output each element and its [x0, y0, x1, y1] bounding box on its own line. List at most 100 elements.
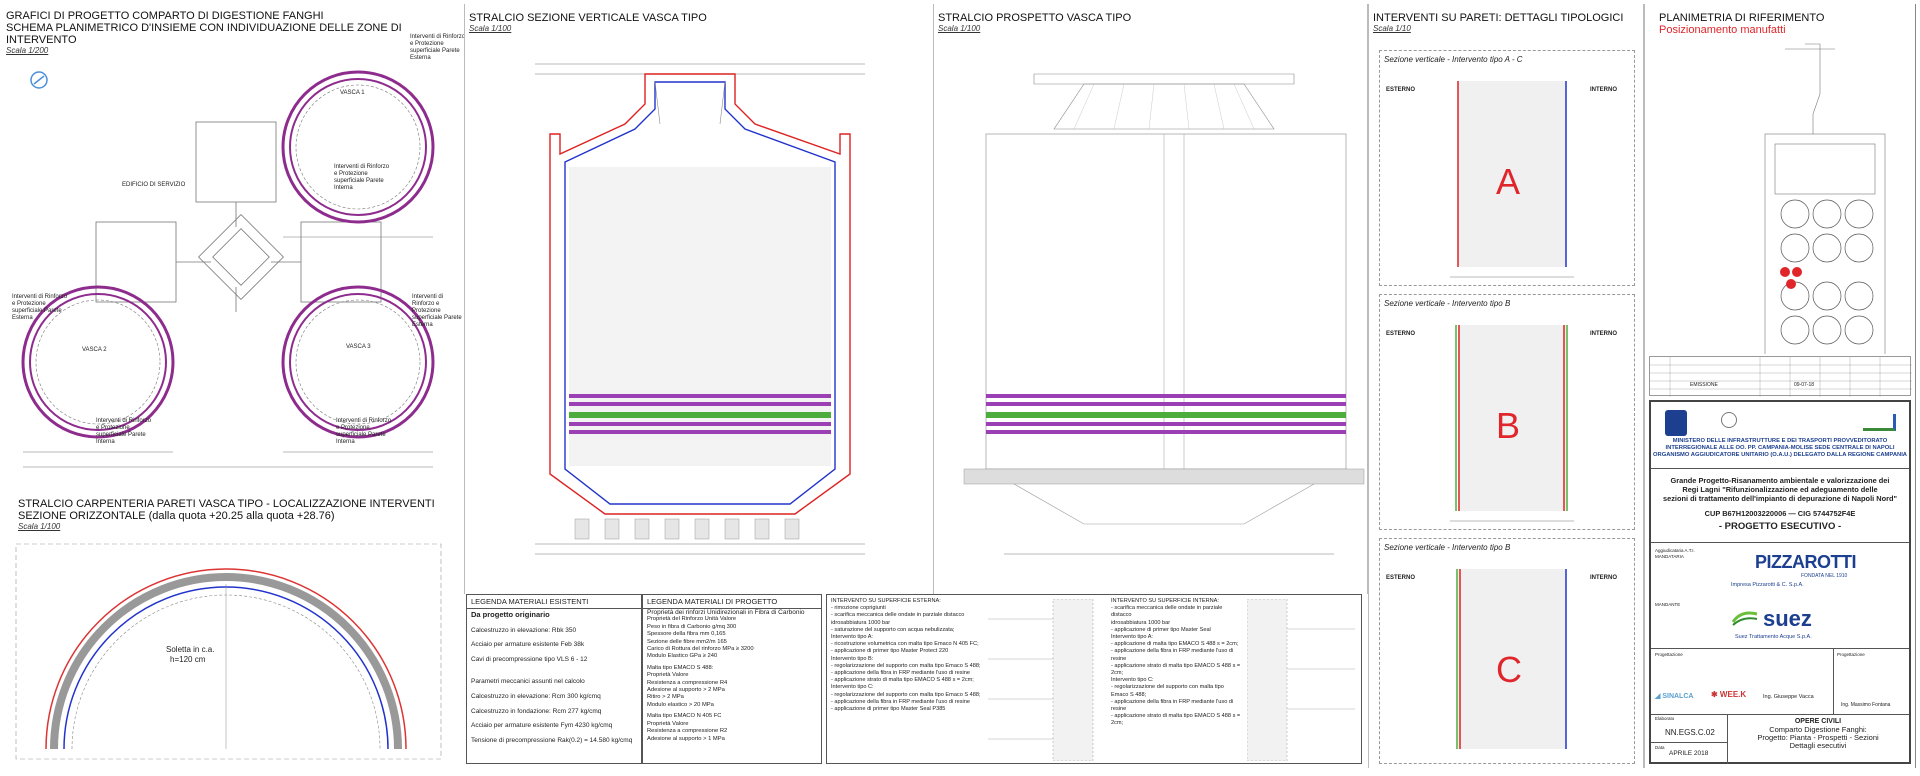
legend-project-row: Proprietà Valore — [647, 672, 689, 679]
panel3-scale: Scala 1/100 — [938, 24, 981, 33]
horizontal-section-drawing — [15, 543, 442, 760]
section-b-title: Sezione verticale - Intervento tipo B — [1384, 299, 1511, 308]
werk-logo: ✱ WEE.K — [1711, 690, 1747, 699]
panel-sezione-verticale: STRALCIO SEZIONE VERTICALE VASCA TIPO Sc… — [464, 4, 934, 594]
rev-date: 09-07-18 — [1794, 382, 1815, 388]
opere-civili: OPERE CIVILI — [1794, 718, 1842, 725]
elaborato-label: Elaborato — [1655, 716, 1675, 721]
legend-project-row: Spessore della fibra mm 0,165 — [647, 631, 726, 638]
legend-project-row: Modulo elastico > 20 MPa — [647, 701, 714, 708]
detail-section-c: Sezione verticale - Intervento tipo B ES… — [1379, 538, 1635, 764]
project-line3: sezioni di trattamento dell'impianto di … — [1663, 494, 1897, 503]
suez-logo-icon — [1731, 610, 1759, 626]
panel4-scale: Scala 1/10 — [1373, 24, 1411, 33]
soletta-label: Soletta in c.a. — [166, 645, 215, 654]
section-b-letter: B — [1496, 405, 1521, 446]
highlight-markers — [1780, 267, 1802, 289]
vasca2-label: VASCA 2 — [82, 347, 107, 353]
edificio-label: EDIFICIO DI SERVIZIO — [122, 182, 186, 188]
note-int-2: Interventi di Rinforzo e Protezione supe… — [96, 418, 152, 445]
sinalca-logo: ◢ SINALCA — [1655, 693, 1694, 700]
legend-interventions: INTERVENTO SU SUPERFICIE ESTERNA: - rimo… — [826, 594, 1362, 764]
note-int-1: Interventi di Rinforzo e Protezione supe… — [334, 164, 390, 191]
compass-icon — [30, 71, 48, 89]
legend-ext-row: - applicazione della fibra in FRP median… — [831, 698, 971, 705]
site-plan-drawing — [21, 70, 435, 468]
engineer-vacca: Ing. Giuseppe Vacca — [1763, 694, 1814, 700]
section-c-drawing — [1456, 569, 1567, 749]
vasca1-label: VASCA 1 — [340, 90, 365, 96]
soletta-h-label: h=120 cm — [170, 655, 206, 664]
legend-project-row: Peso in fibra di Carbonio g/mq 300 — [647, 623, 737, 630]
title-block: MINISTERO DELLE INFRASTRUTTURE E DEI TRA… — [1649, 400, 1911, 764]
pizzarotti-sub: FONDATA NEL 1910 — [1801, 573, 1848, 579]
panel-schema-planimetrico: GRAFICI DI PROGETTO COMPARTO DI DIGESTIO… — [6, 4, 464, 768]
panel1b-title1: STRALCIO CARPENTERIA PARETI VASCA TIPO -… — [18, 498, 435, 510]
ministry-line3: ORGANISMO AGGIUDICATORE UNITARIO (O.A.U.… — [1653, 452, 1907, 458]
reference-plan-drawing — [1764, 43, 1886, 354]
suez-name: Suez Trattamento Acque S.p.A. — [1735, 634, 1812, 640]
section-b-esterno: ESTERNO — [1386, 331, 1416, 337]
pizzarotti-name: Impresa Pizzarotti & C. S.p.A. — [1731, 582, 1804, 588]
ministry-logo — [1721, 412, 1737, 428]
legend-project-row: Ritiro > 2 MPa — [647, 694, 684, 701]
legend-project-row: Adesione al supporto > 2 MPa — [647, 687, 725, 694]
section-a-interno: INTERNO — [1590, 87, 1617, 93]
tank-square-north — [195, 121, 277, 203]
legend-ext-row: - ricostruzione volumetrica con malta ti… — [831, 641, 979, 648]
legend-existing-row: Cavi di precompressione tipo VLS 6 - 12 — [471, 655, 588, 663]
aggiudicataria-label: Aggiudicataria A.T.I. — [1655, 548, 1695, 553]
legend-project-row: Resistenza a compressione R2 — [647, 728, 728, 735]
panel1b-title2: SEZIONE ORIZZONTALE (dalla quota +20.25 … — [18, 510, 335, 522]
mandataria-label: MANDATARIA — [1655, 554, 1684, 559]
panel1-title2: SCHEMA PLANIMETRICO D'INSIEME CON INDIVI… — [6, 22, 402, 46]
legend-project-row: Sezione delle fibre mm2/m 165 — [647, 638, 727, 645]
panel1-title1: GRAFICI DI PROGETTO COMPARTO DI DIGESTIO… — [6, 10, 324, 22]
panel1b-scale: Scala 1/100 — [18, 522, 61, 531]
legend-existing-row: Acciaio per armature esistente Feb 38k — [471, 641, 585, 649]
progettazione-label: Progettazione — [1655, 652, 1683, 657]
legend-int-row: - applicazione di malta tipo EMACO S 488… — [1111, 641, 1239, 648]
panel2-title: STRALCIO SEZIONE VERTICALE VASCA TIPO — [469, 12, 707, 24]
progetto-esecutivo: - PROGETTO ESECUTIVO - — [1718, 521, 1842, 532]
legend-ext-row: Intervento tipo C: — [831, 684, 874, 691]
ministry-line1: MINISTERO DELLE INFRASTRUTTURE E DEI TRA… — [1672, 438, 1888, 444]
vasca-2 — [21, 285, 175, 439]
legend-project-row: Adesione al supporto > 1 MPa — [647, 735, 725, 742]
panel5-subtitle: Posizionamento manufatti — [1659, 24, 1786, 36]
legend-int-title: INTERVENTO SU SUPERFICIE INTERNA: — [1111, 598, 1219, 604]
legend-existing-row: Calcestruzzo in elevazione: Rbk 350 — [471, 626, 577, 634]
legend-project-row: Resistenza a compressione R4 — [647, 679, 728, 686]
legend-int-row: idrosabbiatura 1000 bar — [1111, 619, 1171, 626]
legend-existing-title: LEGENDA MATERIALI ESISTENTI — [467, 595, 641, 609]
rev-emissione: EMISSIONE — [1690, 382, 1718, 388]
legend-project-row: Proprietà Valore — [647, 720, 689, 727]
legend-project-row: Modulo Elastico GPa ≥ 240 — [647, 653, 718, 660]
detail-section-b: Sezione verticale - Intervento tipo B ES… — [1379, 294, 1635, 530]
int-layer-details — [1247, 599, 1355, 761]
panel2-scale: Scala 1/100 — [469, 24, 512, 33]
desc-line3: Dettagli esecutivi — [1789, 741, 1847, 750]
legend-ext-row: - saturazione del supporto con acqua neb… — [831, 626, 955, 633]
section-b-interno: INTERNO — [1590, 331, 1617, 337]
legend-ext-row: - rimozione coprigiunti — [831, 605, 886, 612]
section-c-title: Sezione verticale - Intervento tipo B — [1384, 543, 1511, 552]
legend-project-row: Malta tipo EMACO N 405 FC — [647, 713, 722, 720]
legend-ext-title: INTERVENTO SU SUPERFICIE ESTERNA: — [831, 598, 941, 604]
legend-ext-row: idrosabbiatura 1000 bar — [831, 619, 891, 626]
legend-ext-row: - applicazione di primer tipo Master Pro… — [831, 648, 949, 655]
legend-strip: LEGENDA MATERIALI ESISTENTI Da progetto … — [466, 594, 1362, 764]
section-a-esterno: ESTERNO — [1386, 87, 1416, 93]
legend-ext-row: - applicazione strato di malta tipo EMAC… — [831, 677, 974, 684]
pizzarotti-logo: PIZZAROTTI — [1755, 552, 1857, 572]
elevation-drawing — [963, 73, 1365, 555]
section-b-drawing — [1450, 325, 1574, 522]
legend-ext-row: - scarifica meccanica delle ondate in pa… — [831, 612, 965, 619]
legend-ext-row: Intervento tipo A: — [831, 634, 873, 641]
suez-logo: suez — [1763, 606, 1812, 631]
progettazione-label-right: Progettazione — [1837, 652, 1865, 657]
legend-project-row: Malta tipo EMACO S 488: — [647, 664, 714, 671]
cup-cig: CUP B67H12003220006 — CIG 5744752F4E — [1704, 509, 1856, 518]
legend-ext-row: - applicazione di primer tipo Master Sea… — [831, 706, 946, 713]
project-line1: Grande Progetto-Risanamento ambientale e… — [1670, 476, 1890, 485]
